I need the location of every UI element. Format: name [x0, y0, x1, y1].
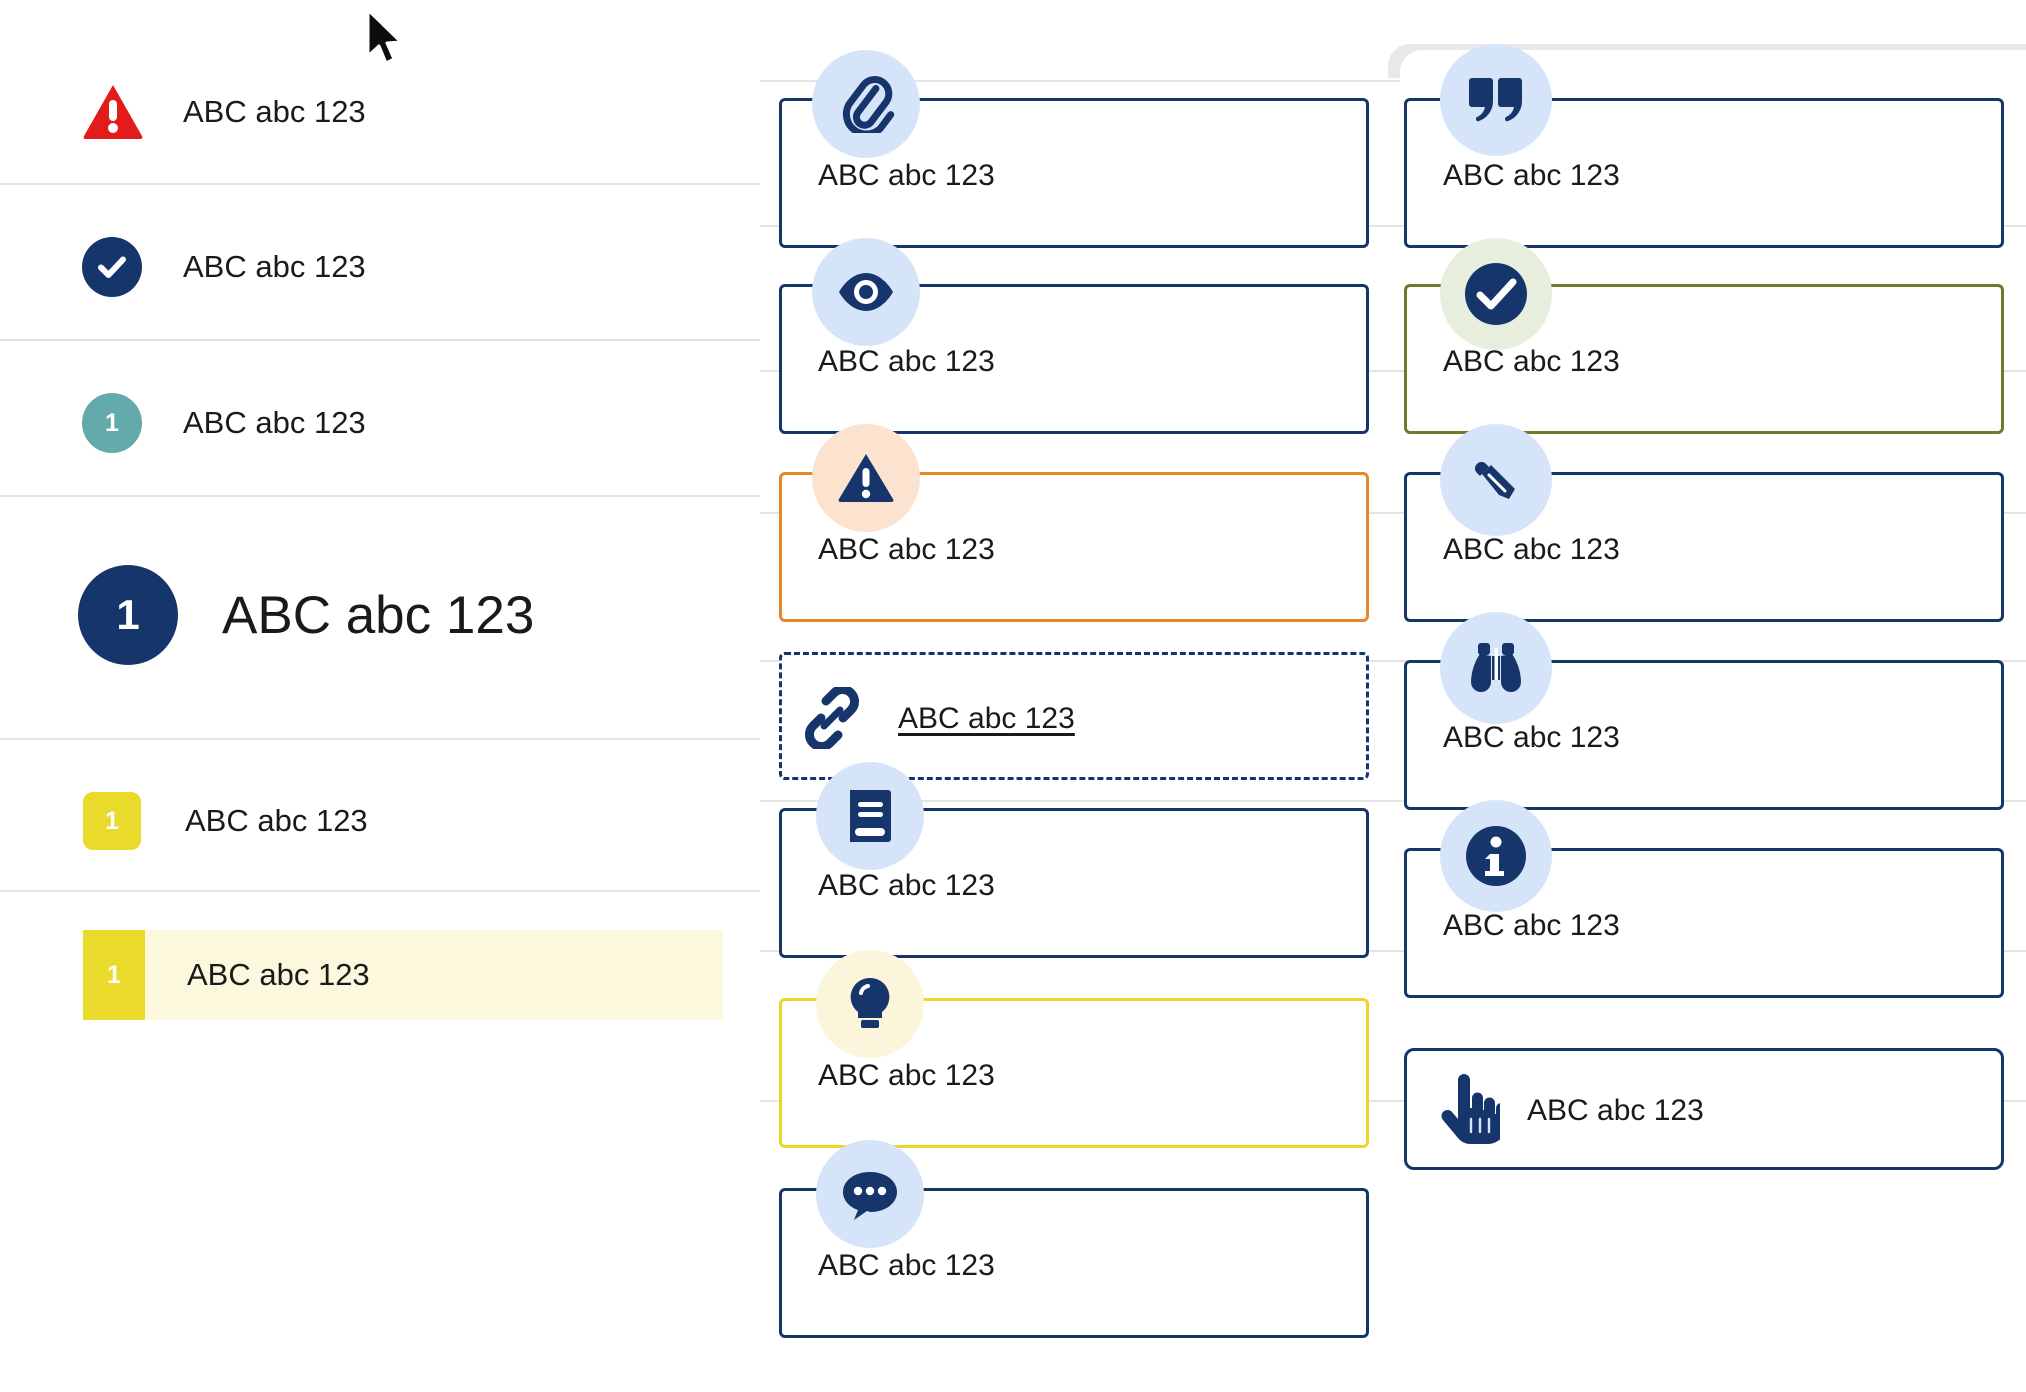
card-label: ABC abc 123 [1443, 909, 1620, 942]
number-badge-large: 1 [78, 565, 178, 665]
list-item[interactable]: ABC abc 123 [0, 228, 760, 306]
left-list-panel: ABC abc 123 ABC abc 123 1 ABC abc 123 1 … [0, 0, 760, 1392]
list-item-label: ABC abc 123 [183, 249, 366, 284]
list-item-label: ABC abc 123 [183, 405, 366, 440]
card-label: ABC abc 123 [1443, 159, 1620, 192]
number-badge-text: 1 [107, 960, 121, 989]
card-label: ABC abc 123 [1527, 1094, 1704, 1127]
list-divider [0, 890, 760, 892]
list-item-label: ABC abc 123 [185, 803, 368, 838]
card-label: ABC abc 123 [818, 869, 995, 902]
list-divider [0, 183, 760, 185]
pencil-icon [1440, 424, 1552, 536]
list-divider [0, 738, 760, 740]
check-circle-icon [1440, 238, 1552, 350]
card-label: ABC abc 123 [818, 1059, 995, 1092]
list-item-label: ABC abc 123 [183, 94, 366, 129]
number-badge-text: 1 [105, 806, 119, 835]
bg-divider [760, 800, 2026, 802]
list-item-featured[interactable]: 1 ABC abc 123 [0, 560, 760, 670]
binoculars-icon [1440, 612, 1552, 724]
bg-divider [760, 660, 2026, 662]
book-icon [816, 762, 924, 870]
number-badge-square: 1 [83, 792, 141, 850]
lightbulb-icon [816, 950, 924, 1058]
card-action[interactable] [1404, 1048, 2004, 1170]
pointing-hand-icon [1434, 1072, 1506, 1148]
list-item[interactable]: ABC abc 123 [0, 72, 760, 152]
bg-divider [760, 512, 2026, 514]
number-badge-square: 1 [83, 930, 145, 1020]
list-item-selected[interactable]: 1 ABC abc 123 [83, 930, 723, 1020]
warning-triangle-icon [82, 83, 144, 141]
card-label: ABC abc 123 [818, 1249, 995, 1282]
info-circle-icon [1440, 800, 1552, 912]
bg-divider [760, 80, 2026, 82]
card-link-label[interactable]: ABC abc 123 [898, 702, 1075, 735]
list-divider [0, 495, 760, 497]
number-badge-text: 1 [116, 591, 140, 638]
check-circle-icon [82, 237, 142, 297]
list-divider [0, 339, 760, 341]
quote-icon [1440, 44, 1552, 156]
list-item-label: ABC abc 123 [222, 585, 535, 645]
bg-divider [760, 950, 2026, 952]
card-label: ABC abc 123 [1443, 533, 1620, 566]
warning-triangle-icon [812, 424, 920, 532]
card-label: ABC abc 123 [818, 345, 995, 378]
card-label: ABC abc 123 [1443, 721, 1620, 754]
card-label: ABC abc 123 [818, 533, 995, 566]
number-badge: 1 [82, 393, 142, 453]
card-label: ABC abc 123 [1443, 345, 1620, 378]
number-badge-text: 1 [105, 408, 119, 437]
eye-icon [812, 238, 920, 346]
bg-divider [760, 225, 2026, 227]
list-item[interactable]: 1 ABC abc 123 [0, 384, 760, 462]
list-item[interactable]: 1 ABC abc 123 [0, 782, 760, 860]
card-link[interactable] [779, 652, 1369, 780]
bg-divider [760, 370, 2026, 372]
list-item-label: ABC abc 123 [187, 957, 370, 992]
bg-divider [760, 1100, 2026, 1102]
comment-bubble-icon [816, 1140, 924, 1248]
link-chain-icon [796, 682, 868, 754]
card-info[interactable]: ABC abc 123 [1404, 848, 2004, 998]
paperclip-icon [812, 50, 920, 158]
card-label: ABC abc 123 [818, 159, 995, 192]
card-tip[interactable]: ABC abc 123 [779, 998, 1369, 1148]
